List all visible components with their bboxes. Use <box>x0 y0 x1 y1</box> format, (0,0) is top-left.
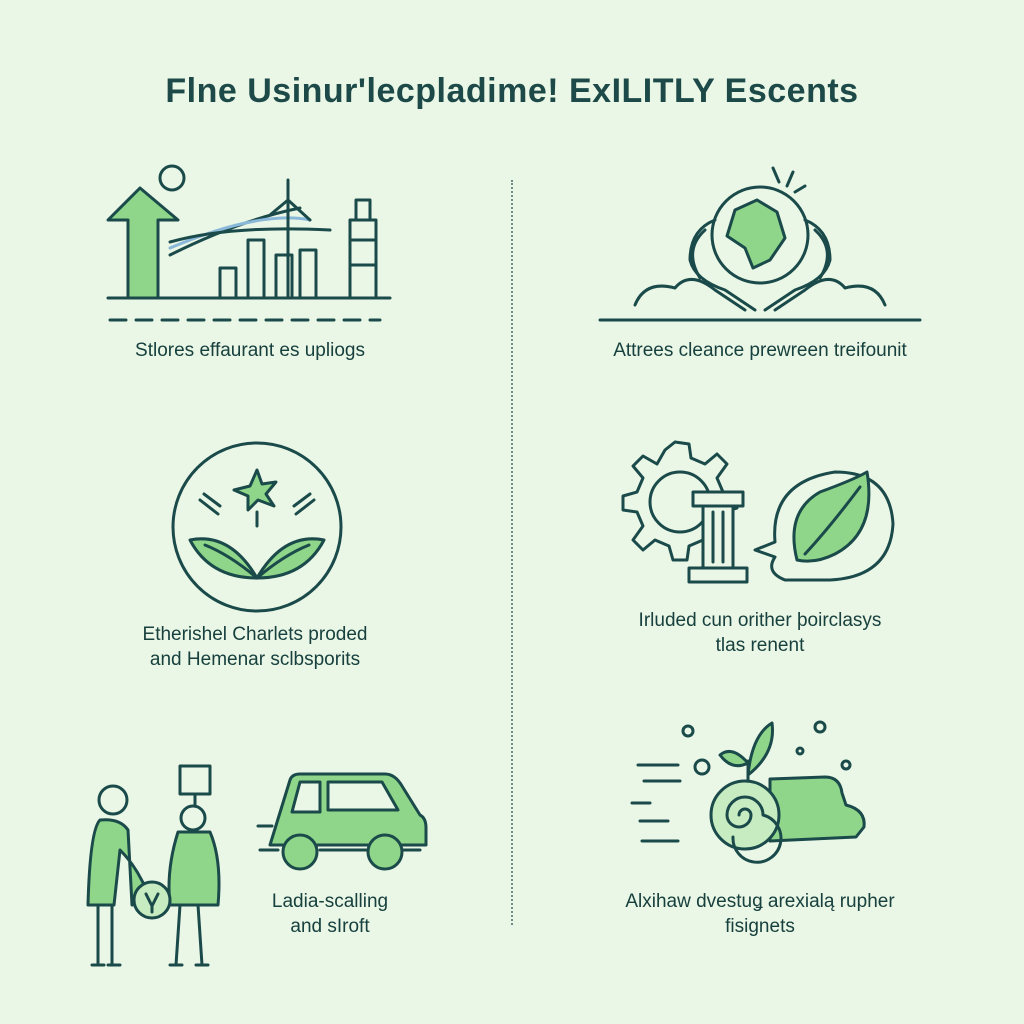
panel-caption-5: Ladia-scalling and sIroft <box>271 891 389 937</box>
panel-caption-4: Irluded cun orither þoirclasys tlas rene… <box>638 610 882 656</box>
sprout-vehicle-icon <box>630 720 866 864</box>
people-and-car-icon <box>86 764 428 967</box>
growth-arrow-and-bars-icon <box>106 164 392 322</box>
center-divider <box>511 180 513 925</box>
panel-caption-2: Attrees cleance prewreen treifounit <box>613 340 907 361</box>
leaves-star-circle-icon <box>171 441 343 613</box>
panel-caption-3: Etherishel Charlets proded and Hemenar s… <box>142 624 368 670</box>
panel-caption-1: Stlores effaurant es upliogs <box>135 340 365 361</box>
gear-pillar-leaf-bubble-icon <box>621 440 895 584</box>
panel-caption-6: Alxihaw dvestuǥ arexialą rupher fisignet… <box>625 891 895 937</box>
hands-holding-globe-icon <box>598 166 922 322</box>
page-title: Flne Usinur'lecpladime! ExILITLY Escents <box>165 72 859 110</box>
